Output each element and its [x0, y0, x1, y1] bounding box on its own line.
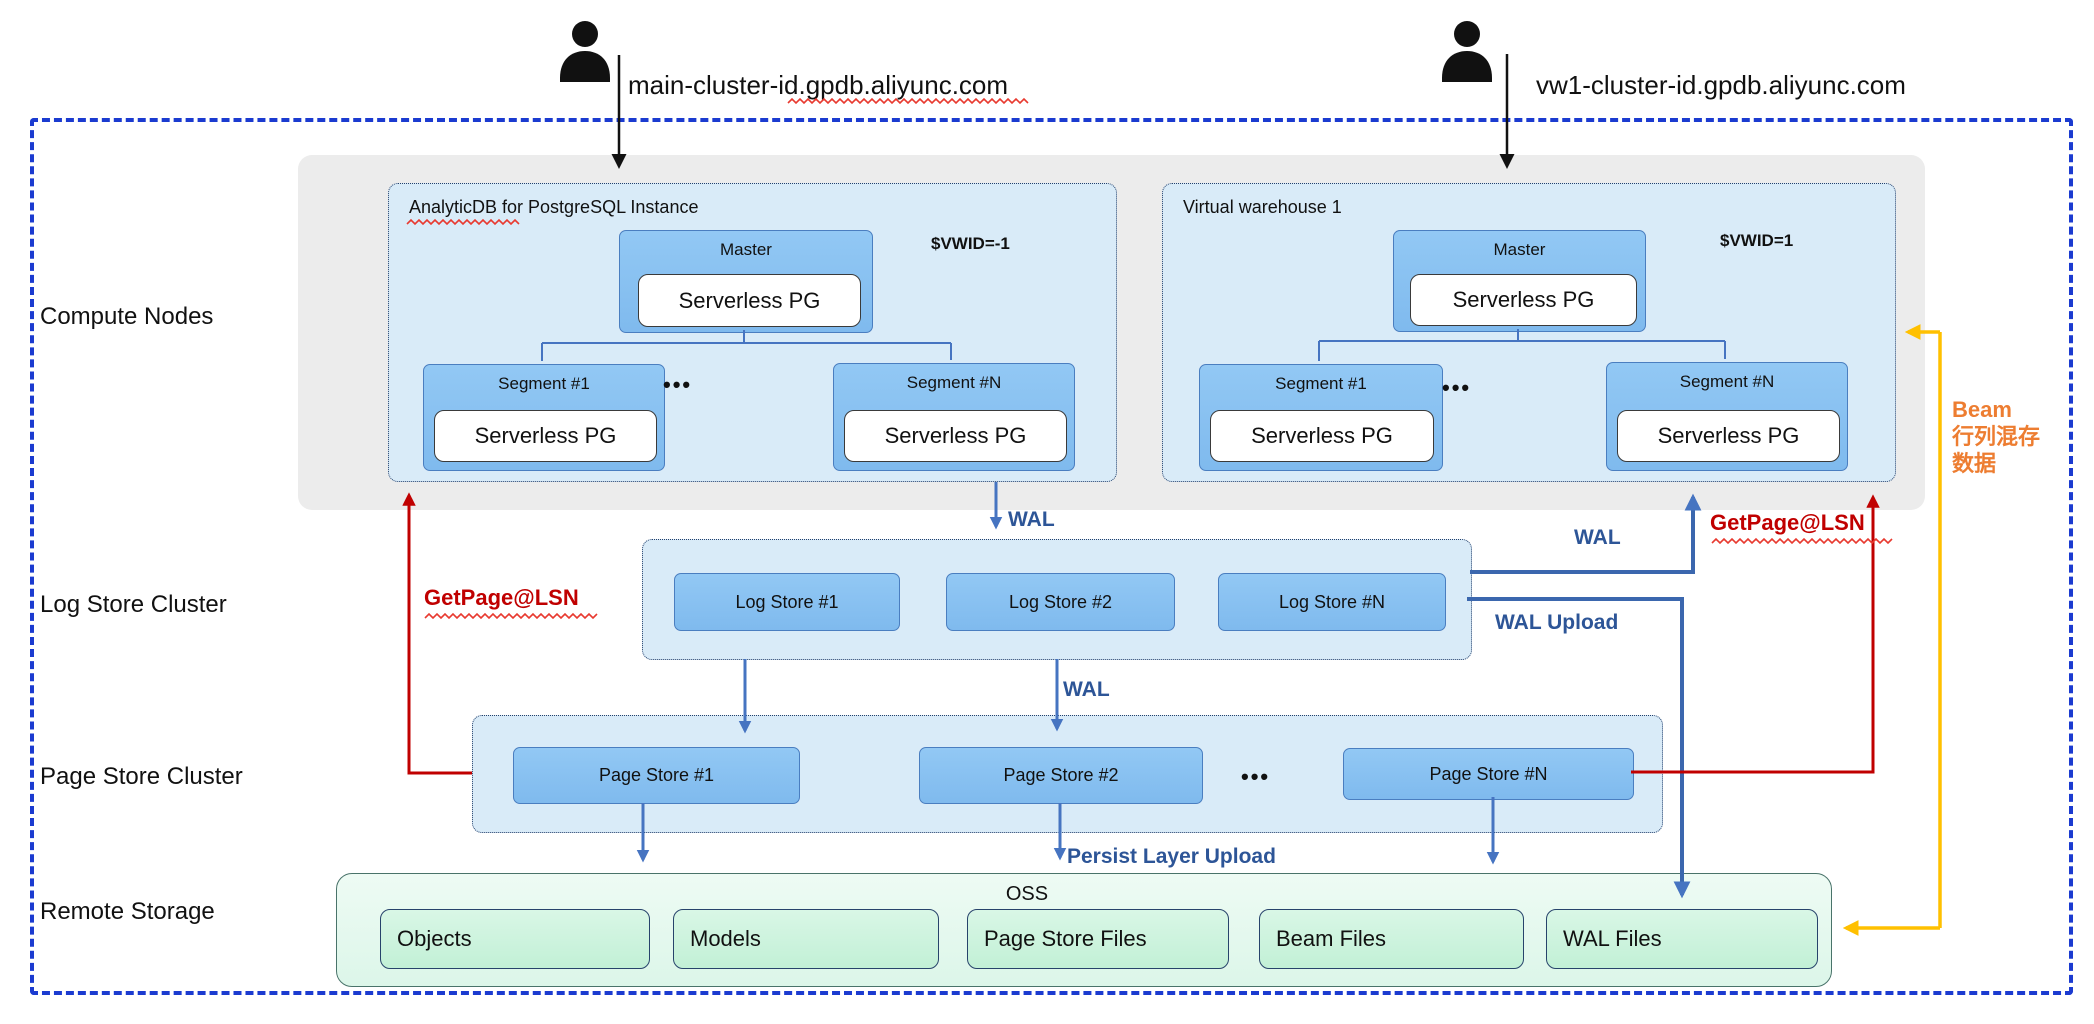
wal-upload-label: WAL Upload — [1495, 611, 1619, 634]
wal-label-logstore-to-vw: WAL — [1574, 526, 1621, 549]
analyticdb-instance-title: AnalyticDB for PostgreSQL Instance — [409, 197, 699, 217]
getpage-lsn-label-right: GetPage@LSN — [1710, 510, 1865, 535]
beam-data-label: Beam 行列混存 数据 — [1952, 397, 2041, 476]
segment-label: Segment #N — [906, 373, 1002, 392]
page-store-node: Page Store #2 — [919, 747, 1203, 804]
page-store-ellipsis: ••• — [1241, 764, 1271, 789]
segment-label: Segment #1 — [1275, 374, 1367, 393]
segments-ellipsis: ••• — [1442, 375, 1472, 400]
virtual-warehouse-title: Virtual warehouse 1 — [1183, 197, 1342, 217]
wal-label-adb-to-logstore: WAL — [1008, 508, 1055, 531]
oss-file-models: Models — [673, 909, 939, 969]
segment-label: Segment #N — [1679, 372, 1775, 391]
system-boundary — [30, 118, 2073, 995]
serverless-pg-box: Serverless PG — [844, 410, 1067, 462]
segment-node: Segment #1 Serverless PG — [1199, 364, 1443, 471]
oss-file-page-store-files: Page Store Files — [967, 909, 1229, 969]
vwid-main: $VWID=-1 — [931, 234, 1010, 253]
segments-ellipsis: ••• — [663, 372, 693, 397]
log-store-node: Log Store #N — [1218, 573, 1446, 631]
serverless-pg-box: Serverless PG — [1617, 410, 1840, 462]
oss-container: OSS Objects Models Page Store Files Beam… — [336, 873, 1832, 987]
segment-node: Segment #N Serverless PG — [1606, 362, 1848, 471]
serverless-pg-box: Serverless PG — [1210, 410, 1434, 462]
segment-node: Segment #N Serverless PG — [833, 363, 1075, 471]
serverless-pg-box: Serverless PG — [638, 274, 861, 327]
master-label: Master — [1493, 240, 1546, 259]
log-store-node: Log Store #1 — [674, 573, 900, 631]
vwid-vw1: $VWID=1 — [1720, 231, 1794, 250]
master-node: Master Serverless PG — [1393, 230, 1646, 332]
master-label: Master — [720, 240, 772, 259]
row-label-compute-nodes: Compute Nodes — [40, 303, 214, 330]
row-label-page-store-cluster: Page Store Cluster — [40, 763, 243, 790]
user-icon — [1442, 21, 1492, 82]
row-label-remote-storage: Remote Storage — [40, 898, 215, 925]
analyticdb-instance-cluster: AnalyticDB for PostgreSQL Instance $VWID… — [388, 183, 1117, 482]
page-store-cluster: Page Store #1 Page Store #2 ••• Page Sto… — [472, 715, 1663, 833]
page-store-node: Page Store #N — [1343, 748, 1634, 800]
log-store-node: Log Store #2 — [946, 573, 1175, 631]
segment-label: Segment #1 — [498, 374, 590, 393]
main-cluster-host: main-cluster-id.gpdb.aliyunc.com — [628, 70, 1009, 100]
serverless-pg-box: Serverless PG — [434, 410, 657, 462]
log-store-cluster: Log Store #1 Log Store #2 Log Store #N — [642, 539, 1472, 660]
persist-layer-upload-label: Persist Layer Upload — [1067, 845, 1276, 868]
segment-node: Segment #1 Serverless PG — [423, 364, 665, 471]
oss-file-wal-files: WAL Files — [1546, 909, 1818, 969]
page-store-node: Page Store #1 — [513, 747, 800, 804]
vw1-cluster-host: vw1-cluster-id.gpdb.aliyunc.com — [1536, 70, 1906, 100]
row-label-log-store-cluster: Log Store Cluster — [40, 591, 227, 618]
user-icon — [560, 21, 610, 82]
getpage-lsn-label-left: GetPage@LSN — [424, 585, 579, 610]
oss-label: OSS — [1005, 883, 1049, 905]
virtual-warehouse-cluster: Virtual warehouse 1 $VWID=1 Master Serve… — [1162, 183, 1896, 482]
master-node: Master Serverless PG — [619, 230, 873, 333]
oss-file-beam-files: Beam Files — [1259, 909, 1524, 969]
wal-label-logstore-to-pagestore: WAL — [1063, 678, 1110, 701]
oss-file-objects: Objects — [380, 909, 650, 969]
serverless-pg-box: Serverless PG — [1410, 274, 1637, 326]
